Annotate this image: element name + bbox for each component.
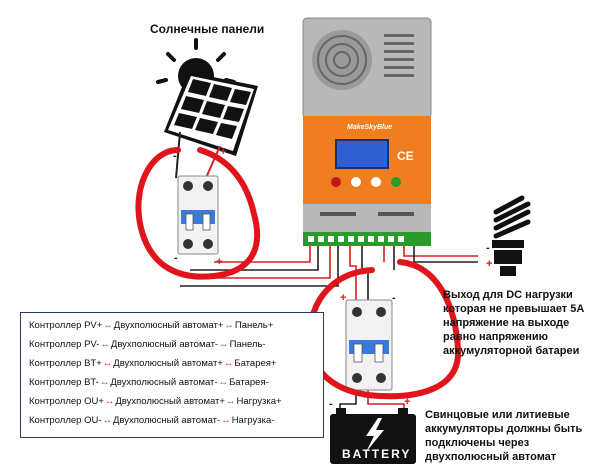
double-arrow-icon: ↔	[102, 358, 113, 369]
battery-note: Свинцовые или литиевые аккумуляторы долж…	[425, 409, 583, 463]
legend-right: Нагрузка-	[231, 415, 275, 426]
bulb-minus-sign: -	[486, 242, 490, 254]
legend-row: Контроллер PV+↔Двухполюсный автомат+↔Пан…	[29, 320, 273, 336]
legend-middle: Двухполюсный автомат+	[115, 396, 225, 407]
legend-row: Контроллер BT+↔Двухполюсный автомат+↔Бат…	[29, 358, 276, 374]
battery-minus-sign: -	[329, 398, 333, 410]
legend-left: Контроллер BT-	[29, 377, 99, 388]
load-output-note: Выход для DC нагрузки которая не превыша…	[443, 289, 585, 357]
controller-icon: CE	[302, 17, 432, 246]
double-arrow-icon: ↔	[218, 377, 229, 388]
battery-label: BATTERY	[342, 447, 412, 461]
legend-row: Контроллер OU+↔Двухполюсный автомат+↔Наг…	[29, 396, 282, 412]
breaker1-minus-sign: -	[174, 252, 178, 264]
battery-icon	[330, 408, 416, 464]
breaker2-minus-sign: -	[392, 292, 396, 304]
double-arrow-icon: ↔	[223, 358, 234, 369]
panel-plus-sign: +	[220, 146, 227, 158]
double-arrow-icon: ↔	[219, 339, 229, 350]
legend-row: Контроллер OU-↔Двухполюсный автомат-↔Наг…	[29, 415, 274, 431]
breaker1-plus-sign: +	[216, 256, 223, 268]
legend-right: Нагрузка+	[236, 396, 282, 407]
legend-right: Батарея+	[234, 358, 277, 369]
double-arrow-icon: ↔	[225, 396, 236, 407]
legend-right: Батарея-	[229, 377, 269, 388]
legend-right: Панель+	[234, 320, 274, 331]
highlight-loops	[135, 147, 462, 400]
controller-brand: MakeSkyBlue	[347, 124, 393, 131]
solar-panel-icon	[164, 72, 258, 179]
legend-middle: Двухполюсный автомат+	[113, 320, 224, 331]
legend-middle: Двухполюсный автомат+	[113, 358, 223, 369]
legend-row: Контроллер BT-↔Двухполюсный автомат-↔Бат…	[29, 377, 269, 393]
legend-row: Контроллер PV-↔Двухполюсный автомат-↔Пан…	[29, 339, 266, 355]
bulb-icon	[492, 195, 531, 276]
battery-plus-sign: +	[404, 396, 411, 408]
double-arrow-icon: ↔	[103, 320, 113, 331]
double-arrow-icon: ↔	[100, 339, 110, 350]
solar-panels-label: Солнечные панели	[150, 22, 265, 36]
breaker-icon	[177, 175, 219, 255]
legend-middle: Двухполюсный автомат-	[110, 339, 219, 350]
bulb-plus-sign: +	[486, 258, 493, 270]
legend-left: Контроллер PV+	[29, 320, 103, 331]
double-arrow-icon: ↔	[99, 377, 110, 388]
legend-left: Контроллер OU-	[29, 415, 102, 426]
double-arrow-icon: ↔	[224, 320, 234, 331]
legend-middle: Двухполюсный автомат-	[112, 415, 221, 426]
double-arrow-icon: ↔	[104, 396, 115, 407]
legend-left: Контроллер PV-	[29, 339, 100, 350]
legend-left: Контроллер OU+	[29, 396, 104, 407]
double-arrow-icon: ↔	[102, 415, 112, 426]
double-arrow-icon: ↔	[221, 415, 231, 426]
breaker2-plus-sign: +	[340, 292, 347, 304]
legend-middle: Двухполюсный автомат-	[110, 377, 218, 388]
breaker-icon	[345, 299, 393, 391]
svg-text:CE: CE	[397, 149, 414, 163]
legend-right: Панель-	[229, 339, 266, 350]
wiring-legend: Контроллер PV+↔Двухполюсный автомат+↔Пан…	[20, 312, 324, 438]
panel-minus-sign: -	[173, 150, 177, 162]
legend-left: Контроллер BT+	[29, 358, 102, 369]
controller-buttons	[331, 177, 401, 187]
